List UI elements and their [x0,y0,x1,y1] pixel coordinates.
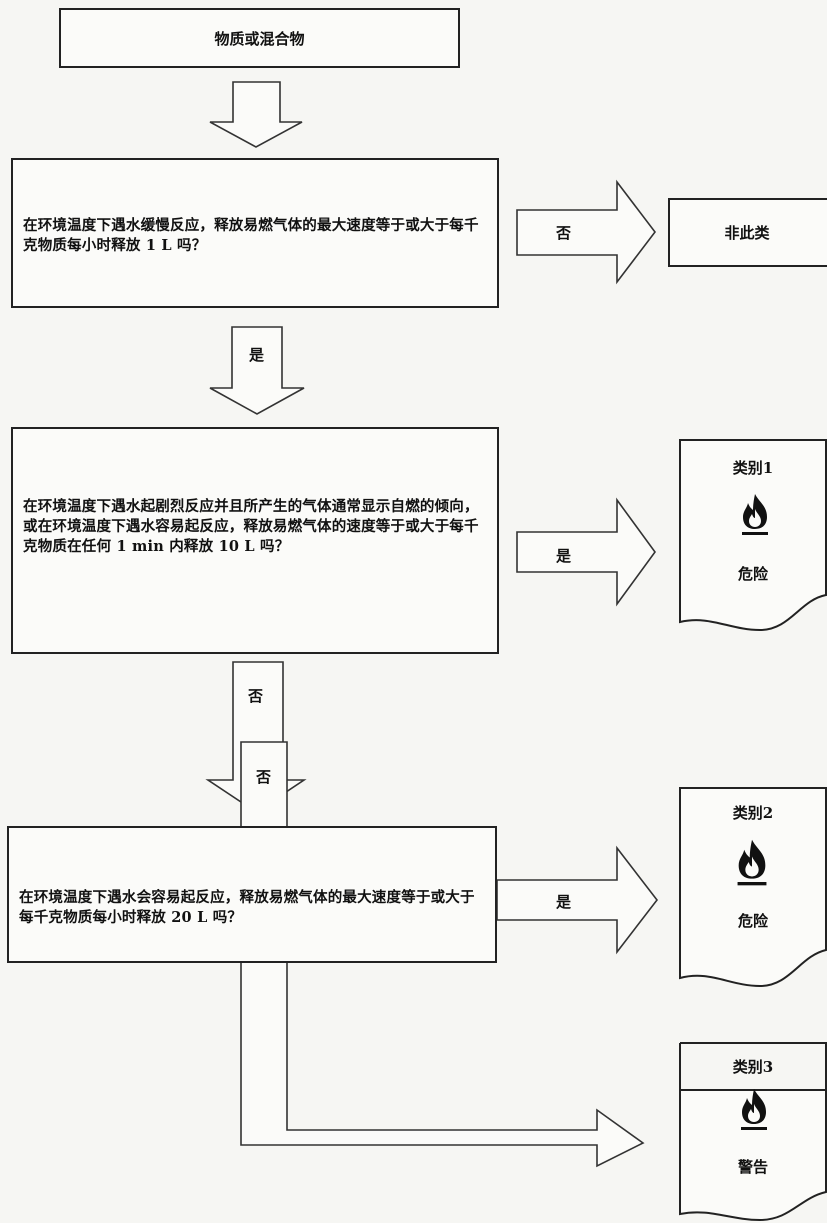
doc-cat3-shape [679,1089,827,1222]
category-1-signal: 危险 [737,565,768,583]
question-2-box: 在环境温度下遇水起剧烈反应并且所产生的气体通常显示自燃的倾向，或在环境温度下遇水… [11,427,499,654]
doc-cat2-shape [679,787,827,988]
arrow-q3-yes [496,845,659,955]
q1-yes-label: 是 [249,346,265,364]
arrow-q1-yes [209,326,305,415]
category-3-title: 类别3 [732,1058,774,1076]
question-1-box: 在环境温度下遇水缓慢反应，释放易燃气体的最大速度等于或大于每千克物质每小时释放 … [11,158,499,308]
q1-no-label: 否 [556,224,572,242]
q2-no-label: 否 [248,687,264,705]
q3-no-label: 否 [256,768,272,786]
not-classified-label: 非此类 [724,224,770,242]
category-1-title: 类别1 [732,459,774,477]
arrow-start-to-q1 [209,81,303,148]
category-2-title: 类别2 [732,804,774,822]
category-2-signal: 危险 [737,912,768,930]
question-3-box: 在环境温度下遇水会容易起反应，释放易燃气体的最大速度等于或大于每千克物质每小时释… [7,826,497,963]
question-2-text: 在环境温度下遇水起剧烈反应并且所产生的气体通常显示自燃的倾向，或在环境温度下遇水… [23,498,479,555]
start-box: 物质或混合物 [59,8,460,68]
arrow-q2-yes [516,497,656,607]
category-1-doc: 类别1 危险 [680,440,826,630]
category-3-signal: 警告 [737,1158,768,1176]
category-3-doc: 类别3 警告 [680,1058,826,1220]
flame-icon [742,494,768,535]
flame-icon [741,1089,767,1130]
flame-icon [737,839,767,886]
q2-yes-label: 是 [556,547,572,565]
question-1-text: 在环境温度下遇水缓慢反应，释放易燃气体的最大速度等于或大于每千克物质每小时释放 … [23,217,479,254]
q3-yes-label: 是 [556,893,572,911]
arrow-q1-no [516,179,657,285]
not-classified-box: 非此类 [668,198,827,267]
category-2-doc: 类别2 危险 [680,788,826,986]
start-label: 物质或混合物 [214,30,305,48]
question-3-text: 在环境温度下遇水会容易起反应，释放易燃气体的最大速度等于或大于每千克物质每小时释… [19,889,475,926]
